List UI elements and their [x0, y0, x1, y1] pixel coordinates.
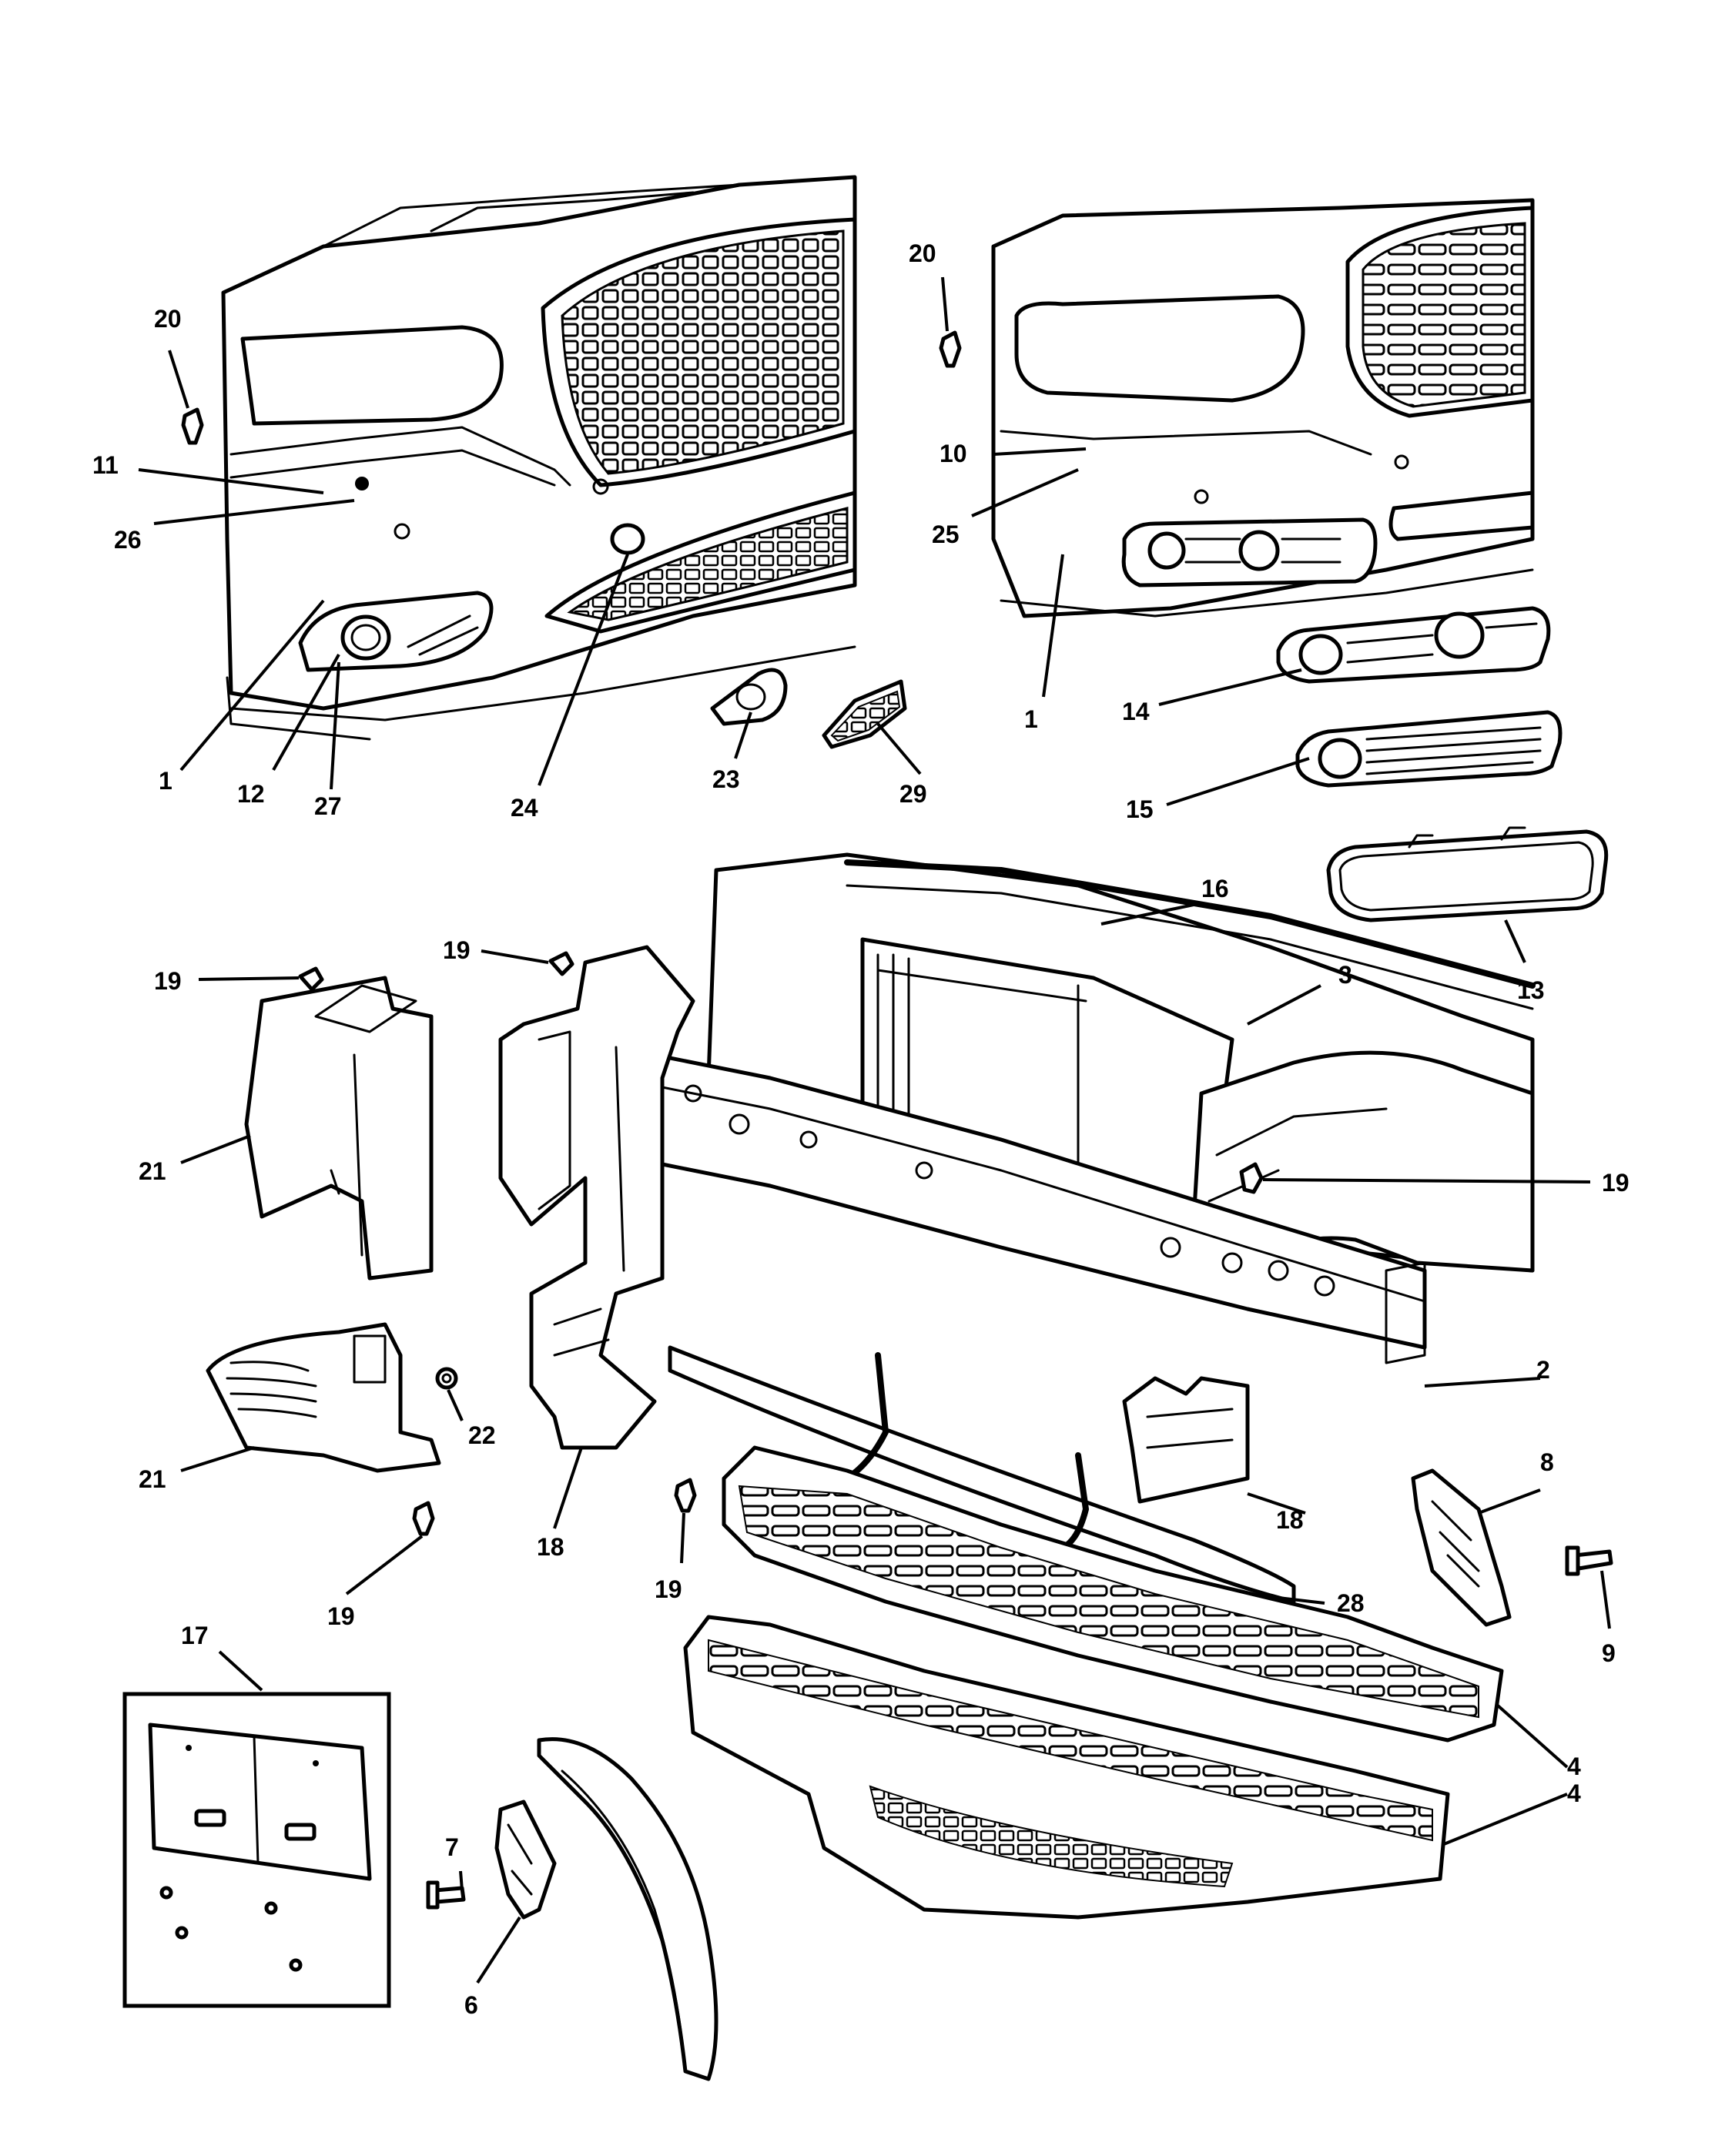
callout-17: 17: [181, 1622, 209, 1649]
license-plate-bracket-inset: [122, 1692, 391, 2008]
callout-19-upper-mid: 19: [443, 936, 471, 964]
callout-2: 2: [1536, 1356, 1550, 1384]
callout-21-upper: 21: [139, 1157, 166, 1185]
callout-10: 10: [940, 440, 967, 467]
clip-20-left: [181, 407, 204, 445]
callout-28: 28: [1337, 1589, 1365, 1617]
lower-air-dam-panel: [206, 1322, 441, 1473]
screw-7: [426, 1880, 466, 1910]
clip-19-d: [412, 1501, 435, 1536]
front-fascia-view-slat-grille: [991, 198, 1535, 618]
callout-20-right: 20: [909, 239, 936, 267]
callout-22: 22: [468, 1421, 496, 1449]
fascia-support-bracket: [1411, 1468, 1512, 1627]
energy-absorber-upper: [722, 1445, 1504, 1743]
front-bumper-reinforcement-beam: [652, 1053, 1427, 1364]
callout-4-upper: 4: [1567, 1753, 1581, 1780]
callout-18-left: 18: [537, 1533, 564, 1561]
callout-20-left: 20: [154, 305, 182, 333]
clip-19-a: [298, 966, 324, 992]
callout-labels: 20 11 26 1 12 27 24 23 29 20 10 25 1 14 …: [92, 239, 1630, 2019]
left-air-guide-bracket: [498, 945, 695, 1450]
callout-19-right: 19: [1602, 1169, 1630, 1197]
callout-25: 25: [932, 521, 960, 548]
tow-hook-cover: [610, 523, 645, 555]
bumper-seal-strip: [668, 1345, 1296, 1604]
leader-lines: [138, 276, 1611, 1984]
callout-15: 15: [1126, 795, 1154, 823]
upper-air-dam-panel: [244, 976, 434, 1281]
callout-7: 7: [445, 1833, 459, 1861]
clip-19-b: [548, 951, 574, 976]
callout-12: 12: [237, 780, 265, 808]
right-view-headlamp: [1014, 294, 1305, 403]
fog-lamp-bezel-insert: [710, 668, 788, 726]
fascia-side-bracket: [494, 1799, 557, 1920]
clip-19-c: [1239, 1162, 1264, 1194]
callout-8: 8: [1540, 1448, 1554, 1476]
front-fascia-view-mesh-grille: [221, 175, 857, 741]
callout-1-left: 1: [159, 767, 172, 795]
callout-23: 23: [712, 765, 740, 793]
callout-13: 13: [1517, 976, 1545, 1004]
callout-19-upper-left: 19: [154, 967, 182, 995]
fog-lamp-bezel-chrome: [1276, 606, 1551, 684]
callout-6: 6: [464, 1991, 478, 2019]
callout-11: 11: [92, 451, 119, 479]
callout-19-lower-left: 19: [327, 1602, 355, 1630]
callout-16: 16: [1201, 875, 1229, 902]
callout-19-lower-mid: 19: [655, 1575, 682, 1603]
callout-24: 24: [511, 794, 538, 822]
callout-3: 3: [1338, 961, 1352, 989]
lower-fascia-grille-absorber: [683, 1615, 1450, 1920]
clip-20-right: [939, 330, 962, 368]
upper-tie-bar: [844, 859, 1536, 989]
callout-4-lower: 4: [1567, 1779, 1581, 1807]
callout-27: 27: [314, 792, 342, 820]
clip-19-e: [674, 1478, 697, 1513]
small-lower-grille-insert: [822, 679, 907, 749]
clip-22: [435, 1367, 458, 1390]
right-air-guide-bracket: [1122, 1376, 1250, 1504]
fog-lamp-bezel-with-slats: [1295, 710, 1563, 788]
callout-21-lower: 21: [139, 1465, 166, 1493]
callout-18-right: 18: [1276, 1506, 1304, 1534]
bolt-9: [1565, 1545, 1613, 1576]
callout-1-right: 1: [1024, 705, 1038, 733]
fender-edge: [537, 1737, 718, 2081]
left-headlamp-outline: [240, 325, 504, 426]
callout-9: 9: [1602, 1639, 1616, 1667]
fog-lamp-delete-cover: [1326, 826, 1609, 922]
push-pin-clips: [181, 330, 1264, 1536]
fastener-hole: [355, 477, 369, 490]
callout-29: 29: [899, 780, 927, 808]
callout-26: 26: [114, 526, 142, 554]
callout-14: 14: [1122, 698, 1150, 725]
